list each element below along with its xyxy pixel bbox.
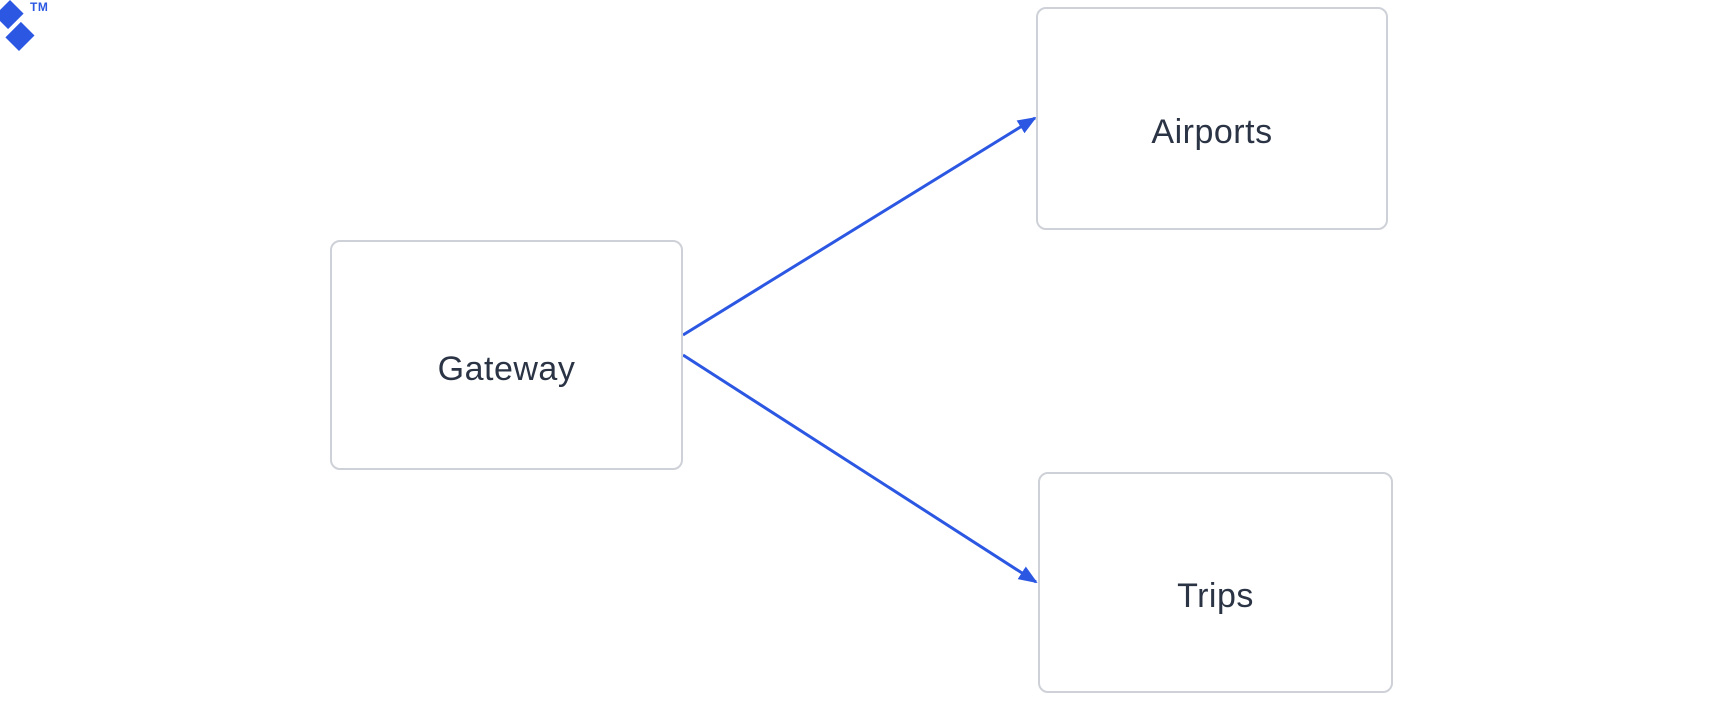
brand-logo: TM bbox=[0, 0, 60, 60]
node-gateway: Gateway bbox=[330, 240, 683, 470]
node-airports: Airports bbox=[1036, 7, 1388, 230]
node-trips: Trips bbox=[1038, 472, 1393, 693]
edge-gateway-trips bbox=[682, 353, 1038, 584]
node-trips-label: Trips bbox=[1177, 577, 1254, 615]
node-airports-label: Airports bbox=[1151, 113, 1273, 151]
toptal-logo-icon bbox=[0, 0, 35, 51]
trademark-label: TM bbox=[30, 0, 49, 14]
node-gateway-label: Gateway bbox=[437, 349, 576, 388]
edge-gateway-airports bbox=[682, 116, 1037, 337]
